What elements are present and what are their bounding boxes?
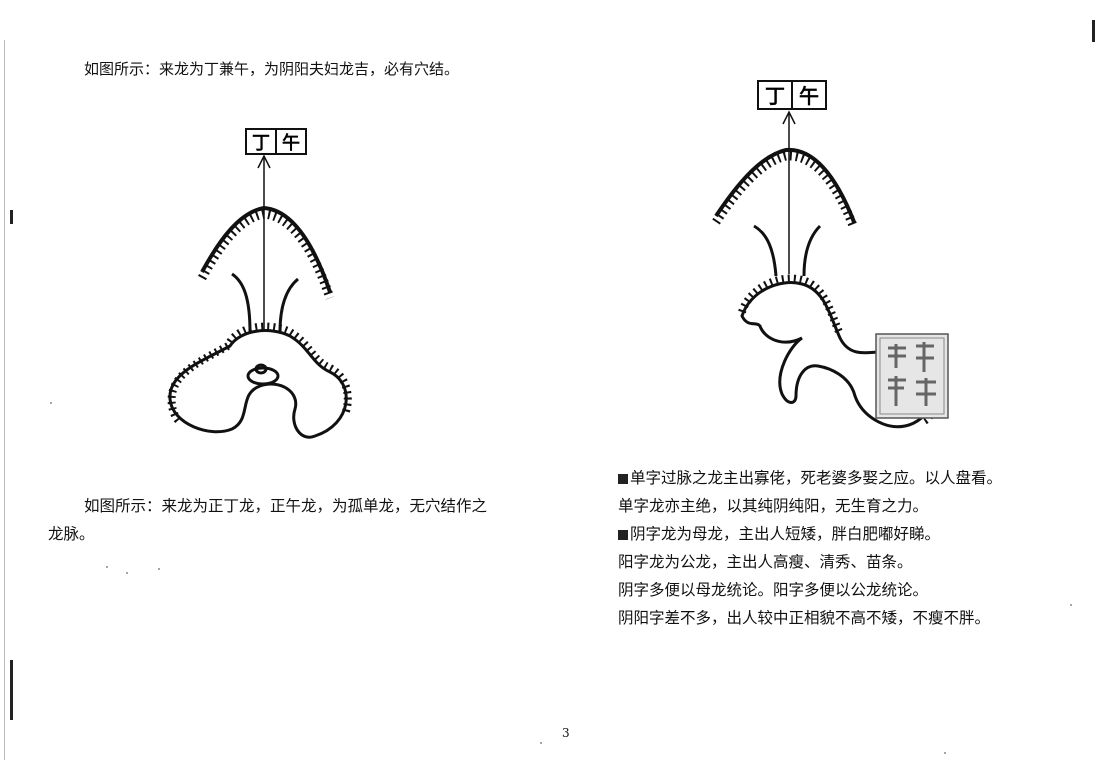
lower-mound-outline	[168, 329, 348, 439]
arrow-head	[782, 110, 796, 125]
right-label-wu: 午	[799, 84, 819, 108]
left-caption-bottom: 如图所示：来龙为正丁龙，正午龙，为孤单龙，无穴结作之 龙脉。	[48, 492, 487, 548]
scan-speck	[540, 742, 542, 744]
scan-speck	[1070, 604, 1072, 606]
upper-mountain-ridge	[200, 205, 332, 293]
seal-stamp	[875, 333, 949, 419]
right-text-line-5: 阴字多便以母龙统论。阳字多便以公龙统论。	[618, 581, 929, 599]
page-number: 3	[562, 726, 570, 740]
right-inner-branch	[802, 224, 822, 277]
center-spiral-outer	[246, 366, 280, 386]
right-label-ding: 丁	[765, 84, 785, 108]
scan-speck	[106, 566, 108, 568]
scan-speck	[944, 752, 946, 754]
center-spiral-inner	[254, 363, 268, 375]
left-caption-line-1: 如图所示：来龙为正丁龙，正午龙，为孤单龙，无穴结作之	[84, 497, 488, 515]
right-text-line-4: 阳字龙为公龙，主出人高瘦、清秀、苗条。	[618, 553, 913, 571]
upper-mountain-hatching	[198, 209, 335, 300]
scan-speck	[126, 572, 128, 574]
left-caption-line-2: 龙脉。	[48, 525, 95, 543]
scan-edge-line	[4, 40, 5, 760]
scan-edge-mark	[1092, 20, 1095, 42]
scan-speck	[158, 568, 160, 570]
left-inner-branch	[231, 272, 252, 333]
left-label-wu: 午	[282, 132, 300, 154]
arrow-head	[257, 154, 271, 169]
square-bullet-icon	[618, 530, 628, 540]
right-text-block: 单字过脉之龙主出寡佬，死老婆多娶之应。以人盘看。 单字龙亦主绝，以其纯阴纯阳，无…	[618, 464, 1002, 632]
scan-speck	[50, 402, 52, 404]
left-label-ding: 丁	[252, 133, 270, 154]
lower-mound-hatching-left	[167, 342, 230, 426]
scan-edge-mark	[10, 660, 13, 720]
right-text-line-6: 阴阳字差不多，出人较中正相貌不高不矮，不瘦不胖。	[618, 609, 991, 627]
right-text-line-3: 阴字龙为母龙，主出人短矮，胖白肥嘟好睇。	[618, 520, 1002, 548]
winding-dragon-hatching-end	[919, 373, 939, 426]
right-text-line-1: 单字过脉之龙主出寡佬，死老婆多娶之应。以人盘看。	[618, 464, 1002, 492]
square-bullet-icon	[618, 474, 628, 484]
scan-edge-mark	[10, 210, 13, 224]
lower-mound-hatching	[226, 322, 352, 416]
upper-mountain-hatching	[712, 151, 859, 230]
left-dragon-diagram: 丁 午	[167, 128, 352, 439]
right-inner-branch	[278, 277, 300, 333]
left-caption-top: 如图所示：来龙为丁兼午，为阴阳夫妇龙吉，必有穴结。	[84, 60, 460, 78]
right-dragon-diagram: 丁 午	[712, 80, 949, 429]
winding-dragon-hatching	[738, 274, 844, 336]
right-text-line-2: 单字龙亦主绝，以其纯阴纯阳，无生育之力。	[618, 497, 929, 515]
left-inner-branch	[753, 224, 778, 277]
